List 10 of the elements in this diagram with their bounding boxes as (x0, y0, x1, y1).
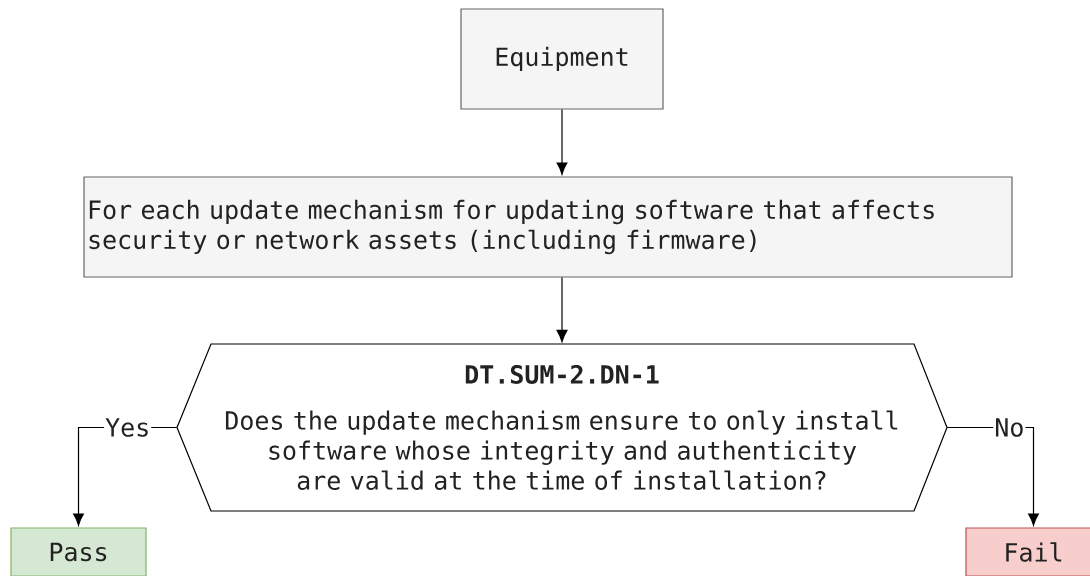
arrow (556, 109, 568, 175)
process-box: For each update mechanism for updating software that affects security or network assets (including firmware) (83, 176, 1013, 278)
edge-label: No (993, 417, 1026, 438)
arrow (556, 277, 568, 343)
decision-hexagon: DT.SUM-2.DN-1 Does the update mechanism ensure to only install software whose integrity and authenticity are valid at the time of installation? (176, 343, 948, 512)
pass-box: Pass (10, 527, 147, 576)
fail-box: Fail (965, 527, 1090, 576)
start-box: Equipment (460, 8, 664, 110)
edge-label: Yes (104, 417, 152, 438)
arrow (946, 426, 1039, 526)
